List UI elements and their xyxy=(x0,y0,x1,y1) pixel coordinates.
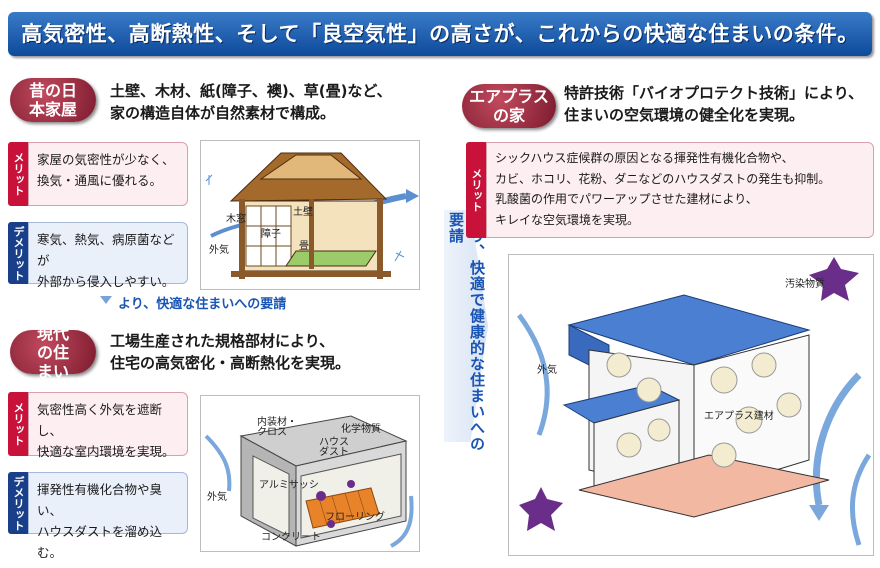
label-shoji: 障子 xyxy=(261,229,281,240)
old-merit-line2: 換気・通風に優れる。 xyxy=(37,173,163,188)
air-plus-merit-box: シックハウス症候群の原因となる揮発性有機化合物や、 カビ、ホコリ、花粉、ダニなど… xyxy=(486,142,874,238)
air-plus-merit-tag: メリット xyxy=(466,142,486,238)
modern-demerit-tag: デメリット xyxy=(8,472,28,534)
modern-demerit-line2: ハウスダストを溜め込む。 xyxy=(37,524,163,560)
modern-merit-tag: メリット xyxy=(8,392,28,456)
label-alumi: アルミサッシ xyxy=(259,480,319,491)
label-dust: ダスト xyxy=(319,447,349,458)
old-house-lead-line2: 家の構造自体が自然素材で構成。 xyxy=(110,104,336,122)
air-plus-badge-text: エアプラスの家 xyxy=(469,87,549,125)
air-plus-merit-line4: キレイな空気環境を実現。 xyxy=(495,212,640,227)
label-house-dust: ハウスダスト xyxy=(319,438,349,458)
label-osen: 汚染物質 xyxy=(785,279,825,290)
old-house-lead: 土壁、木材、紙(障子、襖)、草(畳)など、 家の構造自体が自然素材で構成。 xyxy=(110,80,392,124)
air-plus-badge: エアプラスの家 xyxy=(462,84,556,128)
old-demerit-line1: 寒気、熱気、病原菌などが xyxy=(37,232,175,268)
page-title: 高気密性、高断熱性、そして「良空気性」の高さが、これからの快適な住まいの条件。 xyxy=(21,22,859,46)
air-plus-drawing xyxy=(516,257,872,546)
label-house: ハウス xyxy=(319,437,349,448)
modern-house-lead-line2: 住宅の高気密化・高断熱化を実現。 xyxy=(110,354,351,372)
old-house-badge: 昔の日本家屋 xyxy=(10,78,96,122)
air-plus-lead-line2: 住まいの空気環境の健全化を実現。 xyxy=(564,106,805,124)
label-concrete: コンクリート xyxy=(261,532,321,543)
label-tsuchikabe: 土壁 xyxy=(293,207,313,218)
label-gaiki-modern: 外気 xyxy=(207,492,227,503)
modern-demerit-line1: 揮発性有機化合物や臭い、 xyxy=(37,482,163,518)
old-demerit-tag: デメリット xyxy=(8,222,28,284)
label-kenzai: エアプラス建材 xyxy=(704,411,774,422)
modern-house-badge-text: 現代の住まい xyxy=(36,323,69,381)
old-house-illustration: 木窓 土壁 障子 畳 外気 xyxy=(200,140,420,290)
label-mokuzai: 木窓 xyxy=(226,214,246,225)
modern-merit-line2: 快適な室内環境を実現。 xyxy=(37,444,175,459)
modern-house-lead-line1: 工場生産された規格部材により、 xyxy=(110,332,335,350)
header-bar xyxy=(8,12,872,56)
air-plus-lead: 特許技術「バイオプロテクト技術」により、 住まいの空気環境の健全化を実現。 xyxy=(564,82,863,126)
old-house-lead-line1: 土壁、木材、紙(障子、襖)、草(畳)など、 xyxy=(110,82,392,100)
air-plus-merit-line3: 乳酸菌の作用でパワーアップさせた建材により、 xyxy=(495,192,758,206)
label-kagaku: 化学物質 xyxy=(341,424,381,435)
modern-house-drawing xyxy=(204,415,414,548)
label-gaiki-air: 外気 xyxy=(537,365,557,376)
old-merit-tag: メリット xyxy=(8,142,28,206)
modern-house-badge: 現代の住まい xyxy=(10,324,96,381)
modern-merit-box: 気密性高く外気を遮断し、 快適な室内環境を実現。 xyxy=(28,392,188,459)
label-cross: クロス xyxy=(257,427,287,438)
modern-merit-line1: 気密性高く外気を遮断し、 xyxy=(37,402,163,438)
label-gaiki-old: 外気 xyxy=(209,245,229,256)
old-house-drawing xyxy=(205,152,419,279)
modern-house-illustration: 内装材・クロス 化学物質 ハウスダスト アルミサッシ 外気 フローリング コンク… xyxy=(200,395,420,552)
old-merit-box: 家屋の気密性が少なく、 換気・通風に優れる。 xyxy=(28,142,188,206)
old-demerit-box: 寒気、熱気、病原菌などが 外部から侵入しやすい。 xyxy=(28,222,188,289)
label-tatami: 畳 xyxy=(299,241,309,252)
transition-arrow-left xyxy=(100,296,112,304)
old-demerit-line2: 外部から侵入しやすい。 xyxy=(37,274,175,289)
air-plus-merit-line1: シックハウス症候群の原因となる揮発性有機化合物や、 xyxy=(495,151,794,165)
transition-center-text: より、快適で健康的な住まいへの要請 xyxy=(447,212,486,452)
label-naisou-1: 内装材・ xyxy=(257,417,297,428)
air-plus-illustration: 汚染物質 外気 エアプラス建材 xyxy=(508,254,874,556)
modern-house-lead: 工場生産された規格部材により、 住宅の高気密化・高断熱化を実現。 xyxy=(110,330,350,374)
old-merit-line1: 家屋の気密性が少なく、 xyxy=(37,152,175,167)
transition-left-text: より、快適な住まいへの要請 xyxy=(118,297,287,312)
modern-demerit-box: 揮発性有機化合物や臭い、 ハウスダストを溜め込む。 xyxy=(28,472,188,560)
label-flooring: フローリング xyxy=(325,512,385,523)
label-naisou: 内装材・クロス xyxy=(257,418,297,438)
old-house-badge-text: 昔の日本家屋 xyxy=(28,81,77,119)
air-plus-merit-line2: カビ、ホコリ、花粉、ダニなどのハウスダストの発生も抑制。 xyxy=(495,171,831,186)
air-plus-lead-line1: 特許技術「バイオプロテクト技術」により、 xyxy=(564,84,864,102)
